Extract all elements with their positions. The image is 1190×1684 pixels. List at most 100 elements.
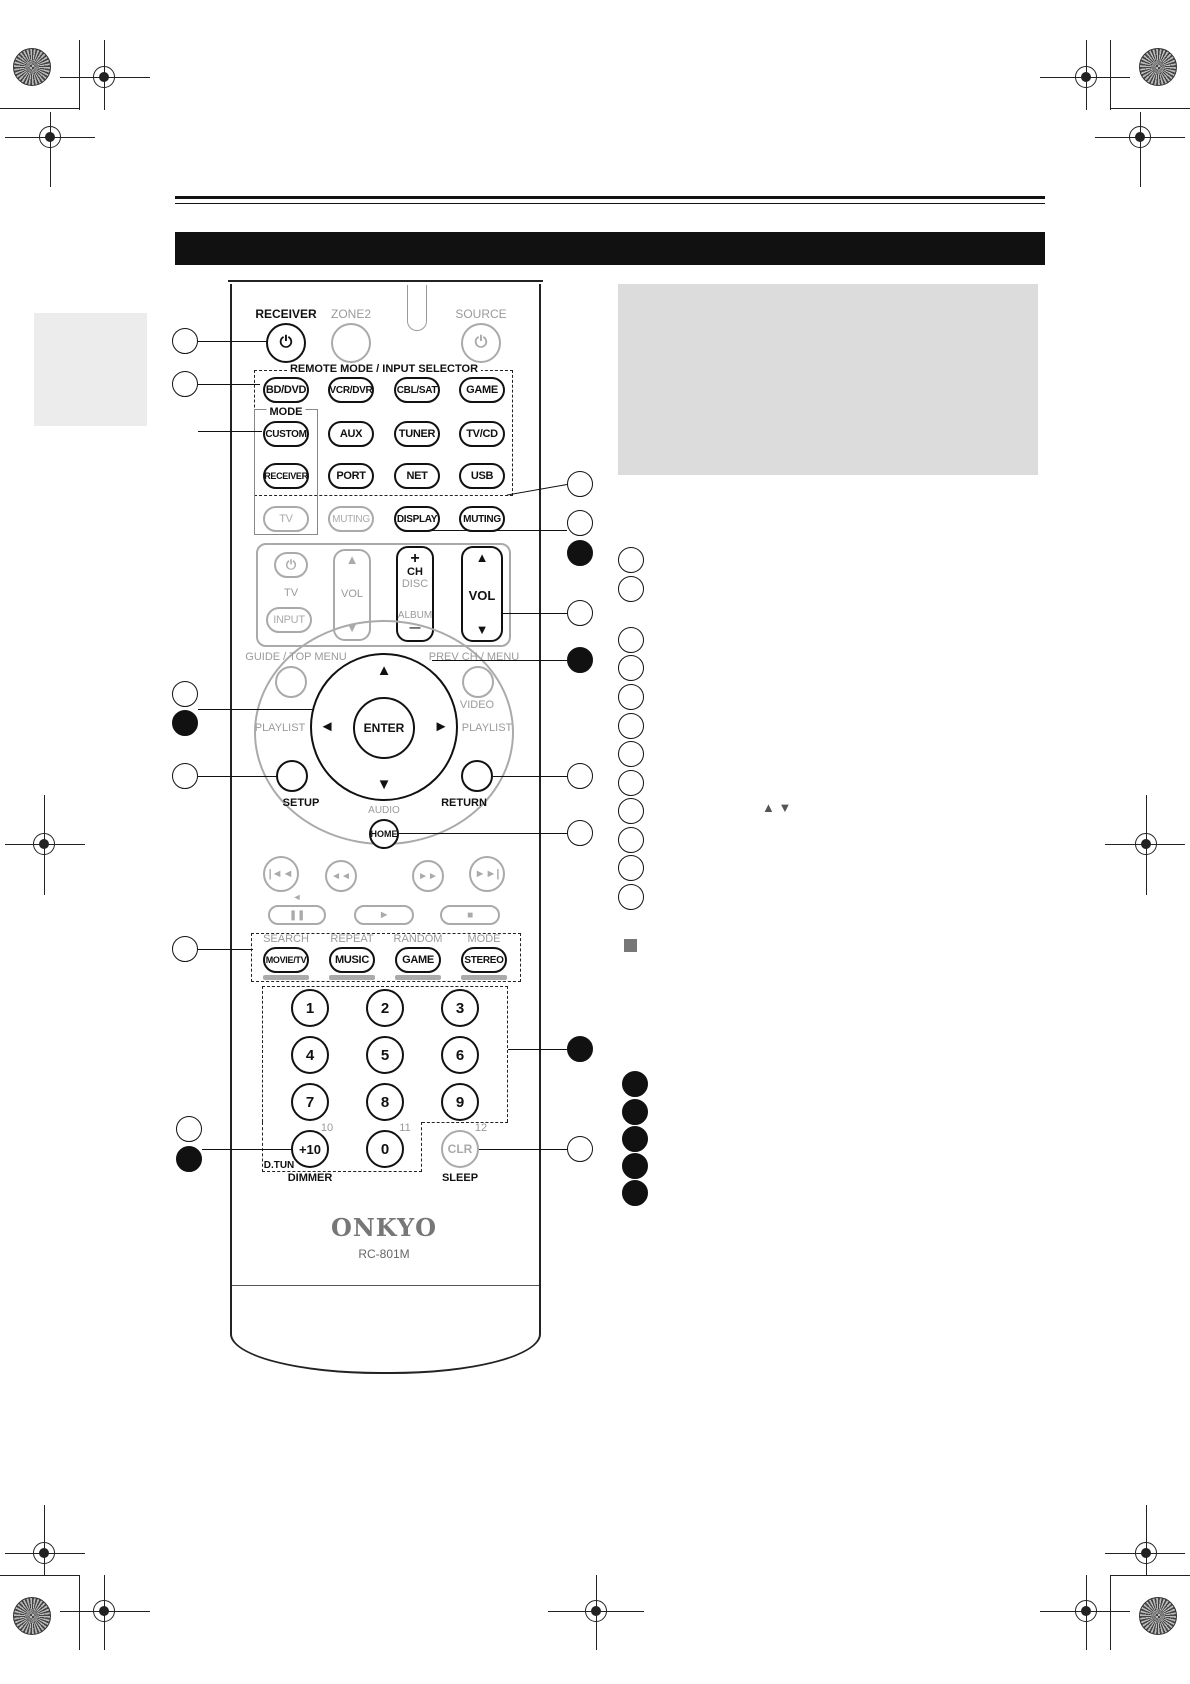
note-box: [618, 284, 1038, 475]
callout-leader: [399, 833, 567, 834]
header-rule-thick: [175, 196, 1045, 199]
mode-label: MODE: [467, 933, 501, 945]
callout-leader: [430, 530, 567, 531]
guide-button[interactable]: [275, 666, 307, 698]
stop-button[interactable]: ■: [440, 905, 500, 925]
vcr-dvr-button[interactable]: VCR/DVR: [328, 377, 374, 403]
custom-button[interactable]: CUSTOM: [263, 421, 309, 447]
muting-button[interactable]: MUTING: [459, 506, 505, 532]
album-label: ALBUM: [397, 610, 433, 621]
pause-button[interactable]: ❚❚: [268, 905, 326, 925]
music-button[interactable]: MUSIC: [329, 947, 375, 973]
mode-color-bar: [461, 975, 507, 980]
zone2-label: ZONE2: [330, 307, 372, 321]
key-9[interactable]: 9: [441, 1083, 479, 1121]
up-arrow-icon[interactable]: ▲: [376, 662, 392, 679]
repeat-label: REPEAT: [330, 933, 374, 945]
key-5[interactable]: 5: [366, 1036, 404, 1074]
list-marker-filled: [622, 1099, 648, 1125]
callout-12: [567, 1136, 593, 1162]
list-marker: [618, 655, 644, 681]
remote-ir-window: [407, 285, 427, 331]
tv-cd-button[interactable]: TV/CD: [459, 421, 505, 447]
ch-plus-label: +: [410, 550, 420, 567]
key-1[interactable]: 1: [291, 989, 329, 1027]
tv-muting-button[interactable]: MUTING: [328, 506, 374, 532]
stereo-button[interactable]: STEREO: [461, 947, 507, 973]
aux-button[interactable]: AUX: [328, 421, 374, 447]
key-0[interactable]: 0: [366, 1130, 404, 1168]
skip-forward-icon: ►►|: [474, 868, 500, 880]
game-input-button[interactable]: GAME: [459, 377, 505, 403]
tuner-button[interactable]: TUNER: [394, 421, 440, 447]
vol-rocker[interactable]: [461, 546, 503, 642]
key-7[interactable]: 7: [291, 1083, 329, 1121]
key-3[interactable]: 3: [441, 989, 479, 1027]
previous-button[interactable]: |◄◄: [263, 856, 299, 892]
usb-button[interactable]: USB: [459, 463, 505, 489]
random-label: RANDOM: [393, 933, 443, 945]
key-4[interactable]: 4: [291, 1036, 329, 1074]
step-back-icon: ◄: [292, 892, 302, 902]
rewind-button[interactable]: ◄◄: [325, 860, 357, 892]
enter-button[interactable]: ENTER: [353, 697, 415, 759]
tv-power-button[interactable]: ⏻: [274, 552, 308, 578]
clr-button[interactable]: CLR: [441, 1130, 479, 1168]
key-2[interactable]: 2: [366, 989, 404, 1027]
right-arrow-icon[interactable]: ►: [433, 718, 449, 735]
bd-dvd-button[interactable]: BD/DVD: [263, 377, 309, 403]
tv-input-button[interactable]: INPUT: [266, 607, 312, 633]
port-button[interactable]: PORT: [328, 463, 374, 489]
zone2-button[interactable]: [331, 323, 371, 363]
callout-filled-a: [172, 710, 198, 736]
movie-tv-button[interactable]: MOVIE/TV: [263, 947, 309, 973]
d-tun-label: D.TUN: [263, 1160, 295, 1171]
listening-mode-dashed-frame: [251, 933, 521, 982]
selector-header: REMOTE MODE / INPUT SELECTOR: [286, 363, 482, 375]
source-power-button[interactable]: ⏻: [461, 323, 501, 363]
tv-mode-button[interactable]: TV: [263, 506, 309, 532]
list-marker-filled: [622, 1153, 648, 1179]
callout-leader: [198, 431, 262, 432]
sleep-label: SLEEP: [441, 1172, 479, 1184]
list-marker: [618, 827, 644, 853]
callout-filled-d: [567, 647, 593, 673]
cbl-sat-button[interactable]: CBL/SAT: [394, 377, 440, 403]
key-10-label: 10: [320, 1122, 334, 1134]
home-button[interactable]: HOME: [369, 819, 399, 849]
callout-leader: [198, 341, 268, 342]
callout-filled-e: [567, 1036, 593, 1062]
receiver-power-button[interactable]: ⏻: [266, 323, 306, 363]
next-button[interactable]: ►►|: [469, 856, 505, 892]
list-marker-filled: [622, 1180, 648, 1206]
callout-2: [172, 371, 198, 397]
callout-11: [567, 820, 593, 846]
fast-forward-button[interactable]: ►►: [412, 860, 444, 892]
key-12-label: 12: [474, 1122, 488, 1134]
plus10-button[interactable]: +10: [291, 1130, 329, 1168]
remote-top-edge: [228, 280, 543, 288]
callout-leader: [479, 1149, 567, 1150]
play-button[interactable]: ►: [354, 905, 414, 925]
left-arrow-icon[interactable]: ◄: [319, 718, 335, 735]
mode-header: MODE: [266, 406, 306, 418]
callout-leader: [198, 776, 278, 777]
prev-ch-button[interactable]: [462, 666, 494, 698]
game-mode-button[interactable]: GAME: [395, 947, 441, 973]
return-button[interactable]: [461, 760, 493, 792]
net-button[interactable]: NET: [394, 463, 440, 489]
receiver-mode-button[interactable]: RECEIVER: [263, 463, 309, 489]
callout-5: [172, 936, 198, 962]
callout-filled-c: [567, 540, 593, 566]
power-icon: ⏻: [279, 334, 293, 351]
key-6[interactable]: 6: [441, 1036, 479, 1074]
list-marker: [618, 627, 644, 653]
playlist-right-label: PLAYLIST: [461, 722, 513, 734]
down-arrow-icon[interactable]: ▼: [376, 776, 392, 793]
list-marker: [618, 547, 644, 573]
remote-battery-seam: [232, 1285, 539, 1286]
display-button[interactable]: DISPLAY: [394, 506, 440, 532]
setup-button[interactable]: [276, 760, 308, 792]
list-marker: [618, 684, 644, 710]
key-8[interactable]: 8: [366, 1083, 404, 1121]
